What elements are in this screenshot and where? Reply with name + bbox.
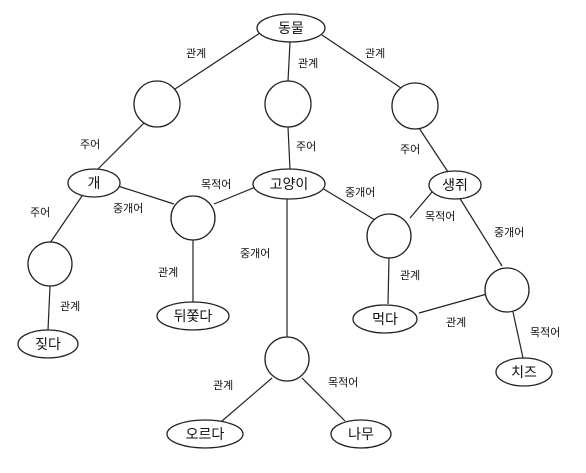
svg-text:치즈: 치즈 — [511, 365, 537, 381]
edge-label-relation-7: 관계 — [446, 316, 466, 329]
edge-c7-eat — [418, 293, 488, 314]
node-tree: 나무 — [330, 419, 392, 449]
svg-text:생쥐: 생쥐 — [442, 178, 468, 194]
edge-dog-c5 — [117, 185, 175, 205]
edge-label-subject-2: 주어 — [296, 140, 316, 153]
relation-circle-1 — [133, 80, 181, 128]
edge-c4-bark — [47, 285, 51, 331]
node-cat: 고양이 — [252, 168, 326, 200]
edge-cat-c6 — [321, 187, 376, 221]
concept-nodes: 동물 개 고양이 생쥐 짖다 뒤쫓다 먹다 치즈 — [17, 13, 553, 449]
node-animal: 동물 — [256, 13, 326, 43]
svg-text:개: 개 — [88, 176, 101, 192]
svg-text:나무: 나무 — [348, 427, 374, 443]
edge-c8-climb — [221, 377, 273, 422]
edge-labels: 관계 관계 관계 주어 주어 주어 주어 중개어 목적어 중개어 목적어 중개어… — [30, 47, 560, 392]
edge-label-relation-4: 관계 — [158, 266, 178, 279]
edge-label-subject-4: 주어 — [30, 206, 50, 219]
edge-label-mediator-1: 중개어 — [113, 202, 143, 215]
edge-label-relation-2: 관계 — [298, 57, 318, 70]
edge-mouse-c7 — [458, 196, 503, 267]
node-cheese: 치즈 — [495, 357, 553, 387]
node-eat: 먹다 — [352, 304, 418, 334]
relation-circle-8 — [264, 336, 310, 382]
relation-circle-2 — [264, 80, 312, 128]
edges — [47, 30, 524, 422]
svg-text:짖다: 짖다 — [35, 337, 61, 353]
edge-label-relation-5: 관계 — [400, 269, 420, 282]
svg-text:먹다: 먹다 — [372, 312, 398, 328]
node-climb: 오르다 — [166, 419, 244, 449]
edge-animal-c1 — [171, 30, 264, 92]
edge-mouse-c6 — [409, 191, 433, 219]
edge-c2-cat — [287, 126, 291, 171]
edge-label-relation-3: 관계 — [365, 47, 385, 60]
node-chase: 뒤쫓다 — [156, 301, 230, 331]
node-mouse: 생쥐 — [428, 170, 482, 200]
relation-circle-6 — [366, 213, 412, 259]
edge-cat-c5 — [213, 185, 259, 205]
edge-label-subject-3: 주어 — [400, 143, 420, 156]
edge-label-mediator-4: 중개어 — [240, 247, 270, 260]
edge-label-relation-8: 관계 — [213, 379, 233, 392]
node-bark: 짖다 — [17, 329, 79, 359]
svg-text:고양이: 고양이 — [270, 177, 309, 193]
edge-c3-mouse — [418, 127, 449, 173]
edge-c8-tree — [301, 377, 346, 422]
edge-label-relation-6: 관계 — [60, 300, 80, 313]
edge-label-relation-1: 관계 — [186, 47, 206, 60]
edge-label-object-3: 목적어 — [530, 326, 560, 339]
svg-text:뒤쫓다: 뒤쫓다 — [174, 309, 213, 325]
edge-dog-c4 — [49, 195, 83, 244]
relation-circle-4 — [27, 241, 73, 287]
edge-c6-eat — [387, 257, 390, 305]
edge-label-object-2: 목적어 — [425, 210, 455, 223]
edge-label-mediator-2: 중개어 — [345, 186, 375, 199]
edge-animal-c3 — [321, 34, 405, 91]
edge-animal-c2 — [287, 41, 291, 82]
svg-text:동물: 동물 — [278, 21, 304, 37]
relation-circles — [27, 80, 530, 382]
edge-c1-dog — [96, 121, 146, 171]
edge-label-object-1: 목적어 — [201, 178, 231, 191]
relation-circle-5 — [170, 195, 216, 241]
edge-c7-cheese — [512, 311, 524, 359]
edge-label-subject-1: 주어 — [80, 138, 100, 151]
relation-circle-7 — [484, 267, 530, 313]
relation-circle-3 — [391, 82, 439, 130]
node-dog: 개 — [67, 168, 121, 198]
svg-text:오르다: 오르다 — [186, 427, 225, 443]
edge-label-object-4: 목적어 — [328, 376, 358, 389]
edge-label-mediator-3: 중개어 — [494, 226, 524, 239]
